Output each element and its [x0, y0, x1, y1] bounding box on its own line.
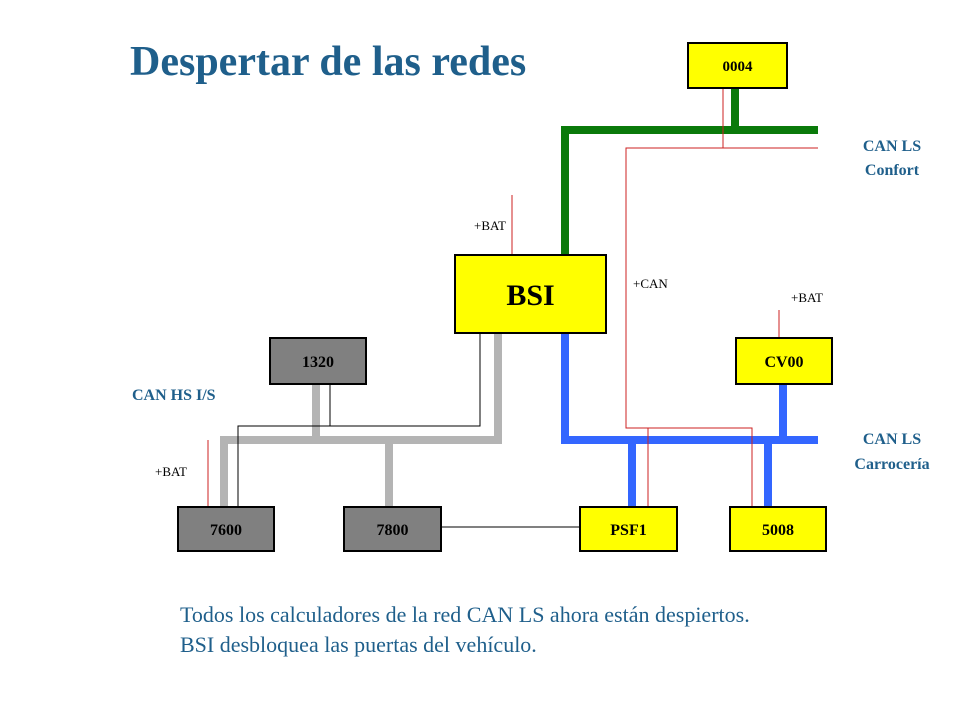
node-1320: 1320	[269, 337, 367, 385]
node-psf1-label: PSF1	[610, 522, 646, 539]
can-ls-confort-label-line2: Confort	[865, 162, 920, 179]
node-7800-label: 7800	[377, 522, 409, 539]
node-1320-label: 1320	[302, 354, 334, 371]
bat-label-bsi: +BAT	[474, 218, 506, 233]
node-bsi-label: BSI	[506, 279, 554, 312]
node-psf1: PSF1	[579, 506, 678, 552]
node-5008: 5008	[729, 506, 827, 552]
node-cv00-label: CV00	[764, 354, 803, 371]
can-ls-carroceria-label-line1: CAN LS	[863, 431, 921, 448]
node-0004: 0004	[687, 42, 788, 89]
page-title: Despertar de las redes	[130, 39, 527, 85]
can-ls-carroceria-bus	[561, 333, 818, 507]
node-7600-label: 7600	[210, 522, 242, 539]
node-0004-label: 0004	[723, 59, 754, 75]
node-5008-label: 5008	[762, 522, 794, 539]
can-ls-confort-bus	[561, 88, 818, 255]
node-7600: 7600	[177, 506, 275, 552]
can-hs-bus	[220, 333, 502, 507]
caption-line-1: Todos los calculadores de la red CAN LS …	[180, 602, 750, 627]
can-hs-label: CAN HS I/S	[132, 387, 216, 404]
bat-label-7600: +BAT	[155, 464, 187, 479]
caption-line-2: BSI desbloquea las puertas del vehículo.	[180, 632, 537, 657]
signal-wires	[237, 333, 580, 528]
wake-wires	[207, 88, 818, 507]
caption: Todos los calculadores de la red CAN LS …	[180, 600, 750, 660]
can-label: +CAN	[633, 276, 668, 291]
can-ls-carroceria-label-line2: Carrocería	[854, 456, 929, 473]
node-7800: 7800	[343, 506, 442, 552]
bat-label-cv00: +BAT	[791, 290, 823, 305]
can-ls-confort-label-line1: CAN LS	[863, 138, 921, 155]
node-bsi: BSI	[454, 254, 607, 334]
node-cv00: CV00	[735, 337, 833, 385]
